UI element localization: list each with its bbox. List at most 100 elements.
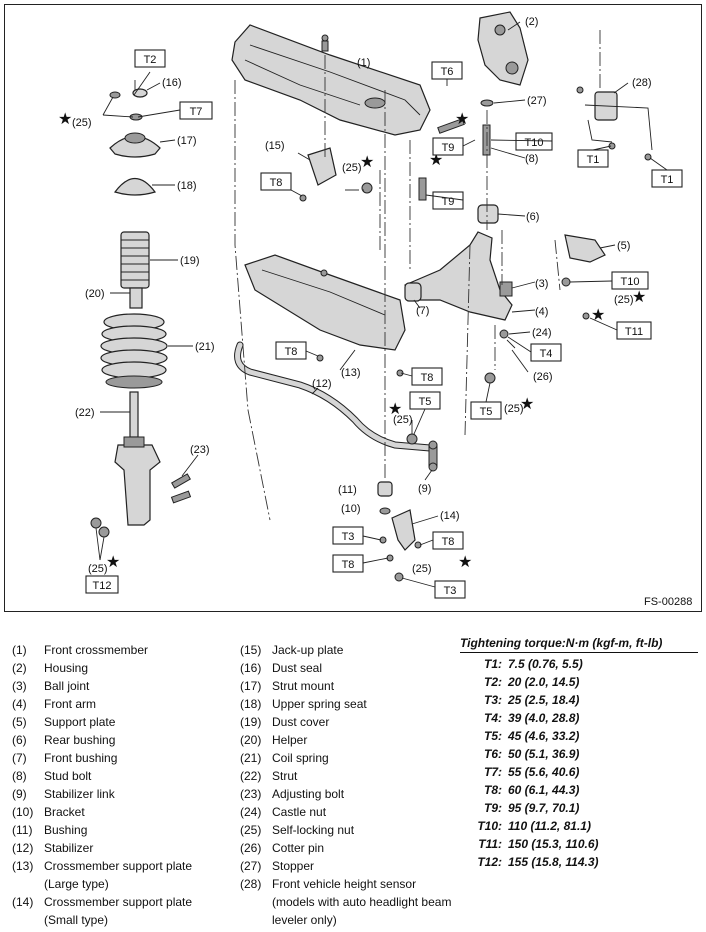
tag-t10-lower: T10: [621, 276, 640, 288]
legend-number: (27): [240, 859, 262, 873]
callout-5: (5): [617, 240, 630, 252]
torque-rows: T1:7.5 (0.76, 5.5)T2:20 (2.0, 14.5)T3:25…: [460, 655, 698, 871]
rear-bushing-part: [477, 204, 499, 224]
callout-27: (27): [527, 95, 547, 107]
legend-text: Ball joint: [44, 679, 90, 693]
support-plate-small-part: [391, 509, 416, 551]
torque-value: 60 (6.1, 44.3): [508, 783, 580, 797]
legend-text: Coil spring: [272, 751, 329, 765]
bolt-part: [418, 177, 427, 201]
callout-8: (8): [525, 153, 538, 165]
tag-t5-stab: T5: [419, 396, 432, 408]
legend-text: Strut mount: [272, 679, 335, 693]
tag-t1-right: T1: [661, 174, 674, 186]
torque-value: 110 (11.2, 81.1): [508, 819, 591, 833]
torque-key: T5:: [484, 729, 502, 743]
support-plate-part: [564, 234, 606, 263]
legend-text: Dust cover: [272, 715, 330, 729]
tag-t6: T6: [441, 66, 454, 78]
strut-mount-hub: [124, 132, 146, 144]
legend-mid: (15)Jack-up plate (16) Dust seal (17) Strut …: [240, 641, 460, 929]
legend-item: (21)Coil spring: [240, 749, 460, 767]
front-bushing-part: [404, 282, 422, 302]
torque-value: 55 (5.6, 40.6): [508, 765, 580, 779]
tag-t8: T8: [270, 177, 283, 189]
star-icon: ★: [388, 399, 402, 418]
star-icon: ★: [455, 109, 469, 128]
legend-text: Support plate: [44, 715, 116, 729]
torque-tags: T2 T7 T8 T6 T9 T9 T10 T1 T1 T10 T11 T4 T…: [85, 49, 683, 599]
torque-row: T7:55 (5.6, 40.6): [460, 763, 698, 781]
legend-text: Dust seal: [272, 661, 323, 675]
support-plate-large-part: [244, 254, 406, 351]
legend-number: (17): [240, 679, 262, 693]
front-crossmember: [231, 24, 431, 202]
legend-item: (22)Strut: [240, 767, 460, 785]
self-locking-nut-part: [484, 372, 496, 384]
callout-15: (15): [265, 140, 285, 152]
front-arm: [404, 231, 616, 384]
callout-11: (11): [338, 484, 357, 496]
torque-key: T1:: [484, 657, 502, 671]
legend-item: (2)Housing: [12, 659, 237, 677]
legend-item: (5)Support plate: [12, 713, 237, 731]
self-locking-nut-part: [98, 526, 110, 538]
front-crossmember-part: [231, 24, 431, 136]
star-icon: ★: [458, 552, 472, 571]
legend-text: Stabilizer link: [44, 787, 115, 801]
star-icon: ★: [520, 394, 534, 413]
callout-9: (9): [418, 483, 431, 495]
callout-4: (4): [535, 306, 548, 318]
torque-row: T2:20 (2.0, 14.5): [460, 673, 698, 691]
legend-item: (15)Jack-up plate: [240, 641, 460, 659]
legend-number: (4): [12, 697, 27, 711]
callout-25-arm: (25): [504, 403, 524, 415]
torque-key: T9:: [484, 801, 502, 815]
upper-spring-seat-part: [114, 177, 156, 196]
torque-key: T2:: [484, 675, 502, 689]
legend-number: (25): [240, 823, 262, 837]
torque-row: T12:155 (15.8, 114.3): [460, 853, 698, 871]
legend-item: (28)Front vehicle height sensor (models …: [240, 875, 460, 929]
legend-left: (1)Front crossmember(2)Housing(3)Ball jo…: [12, 641, 237, 929]
callout-16: (16): [162, 77, 182, 89]
torque-key: T10:: [477, 819, 502, 833]
legend-text: Front arm: [44, 697, 97, 711]
adjusting-bolt-part: [171, 473, 191, 489]
torque-value: 39 (4.0, 28.8): [508, 711, 580, 725]
legend-text: Bracket: [44, 805, 85, 819]
legend-number: (8): [12, 769, 27, 783]
tag-t3-left: T3: [342, 531, 355, 543]
legend-item: (3)Ball joint: [12, 677, 237, 695]
tag-t4: T4: [540, 348, 553, 360]
legend-item: (13)Crossmember support plate (Large typ…: [12, 857, 237, 893]
callout-1: (1): [357, 57, 370, 69]
callout-7: (7): [416, 305, 429, 317]
torque-table: Tightening torque:N·m (kgf-m, ft-lb) T1:…: [460, 636, 698, 871]
adjusting-bolt-part: [170, 490, 192, 504]
callout-25-crossmember: (25): [342, 162, 362, 174]
legend-text: Stud bolt: [44, 769, 92, 783]
legend-text: Helper: [272, 733, 308, 747]
torque-value: 150 (15.3, 110.6): [508, 837, 599, 851]
legend-text: Crossmember support plate (Small type): [44, 895, 193, 927]
legend-text: Housing: [44, 661, 89, 675]
legend-text: Stopper: [272, 859, 315, 873]
legend-item: (23)Adjusting bolt: [240, 785, 460, 803]
callout-2: (2): [525, 16, 538, 28]
bracket-part: [379, 507, 391, 515]
legend-text: Upper spring seat: [272, 697, 367, 711]
torque-row: T6:50 (5.1, 36.9): [460, 745, 698, 763]
legend-text: Rear bushing: [44, 733, 116, 747]
legend-text: Strut: [272, 769, 298, 783]
star-icon: ★: [360, 152, 374, 171]
legend-item: (9)Stabilizer link: [12, 785, 237, 803]
legend-number: (20): [240, 733, 262, 747]
legend-number: (16): [240, 661, 262, 675]
crossmember-support-plate-large: [244, 254, 406, 377]
legend-item: (6)Rear bushing: [12, 731, 237, 749]
tag-t2: T2: [144, 54, 157, 66]
callout-10: (10): [341, 503, 361, 515]
torque-key: T4:: [484, 711, 502, 725]
jack-up-plate-part: [307, 147, 337, 186]
